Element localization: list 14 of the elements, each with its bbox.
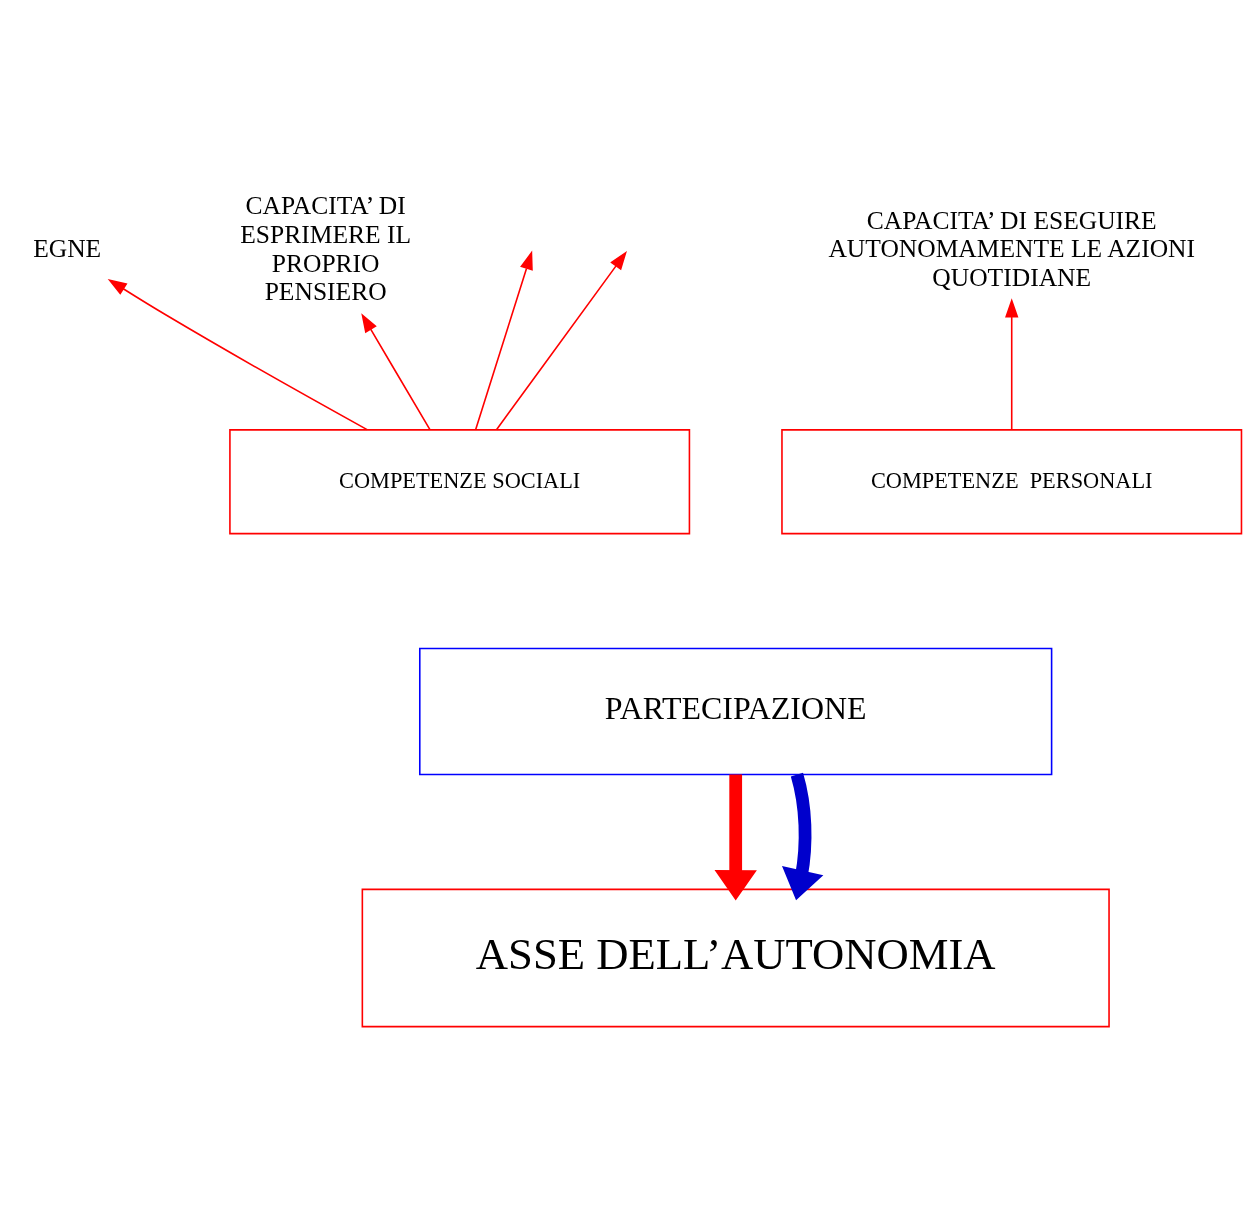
arrow [714, 774, 757, 900]
arrow [782, 772, 824, 900]
node-box: ASSE DELL’AUTONOMIA [361, 888, 1110, 1027]
node-box: COMPETENZE SOCIALI [229, 428, 691, 534]
node-box: PARTECIPAZIONE [419, 647, 1053, 775]
arrow [1005, 297, 1019, 430]
node-box: COMPETENZE PERSONALI [781, 428, 1243, 534]
node-text: CAPACITA’ DI ESEGUIRE AUTONOMAMENTE LE AZIONI QUOTIDIANE [828, 205, 1196, 292]
arrow [495, 250, 627, 430]
node-text: CAPACITA’ DI ESPRIMERE IL PROPRIO PENSIERO [240, 190, 412, 306]
arrow [361, 312, 431, 430]
arrow [107, 278, 368, 430]
arrow [474, 250, 533, 430]
node-text: EGNE [33, 233, 102, 263]
